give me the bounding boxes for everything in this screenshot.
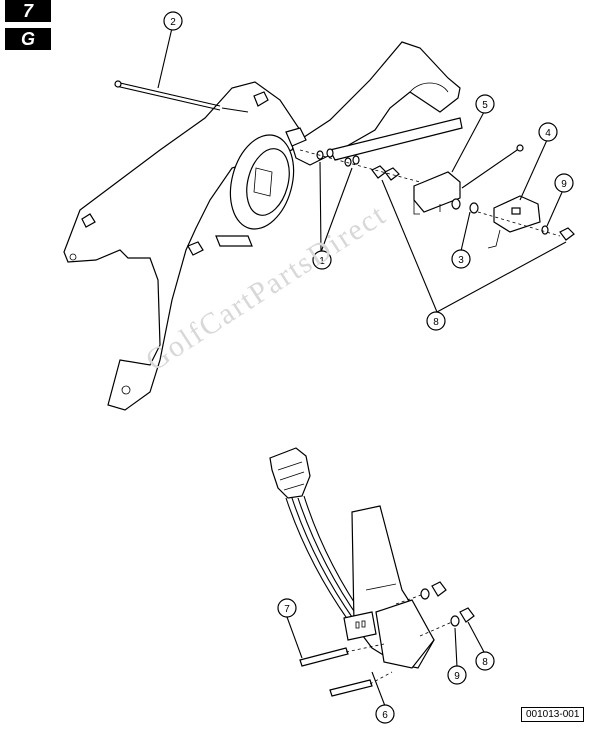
connector-ribs	[277, 461, 305, 491]
callout-8: 8	[426, 311, 446, 331]
leader-8a	[381, 179, 438, 313]
svg-text:9: 9	[561, 179, 567, 190]
bracket-edge	[365, 583, 397, 591]
washer	[326, 148, 334, 158]
pedal-arm-lower	[329, 117, 463, 161]
figure-id-label: 001013-001	[521, 707, 585, 722]
long-bolt-edge	[115, 85, 221, 111]
assembly-axis	[299, 149, 421, 183]
spacer	[469, 202, 479, 214]
leader-8c	[467, 621, 485, 653]
section-number-tab: 7	[5, 0, 51, 22]
pedal-arm-slot	[409, 82, 449, 93]
section-letter: G	[20, 28, 35, 49]
leader-5	[451, 111, 485, 173]
callout-8-bottom: 8	[475, 651, 495, 671]
callout-3: 3	[451, 249, 471, 269]
wire-connector	[269, 447, 311, 499]
long-bolt	[115, 81, 221, 107]
mount-hole	[69, 253, 77, 261]
micro-switch-lever	[487, 229, 501, 249]
callout-4: 4	[538, 122, 558, 142]
washer	[352, 155, 360, 165]
section-letter-tab: G	[5, 28, 51, 50]
callout-1: 1	[312, 250, 332, 270]
hex-nut	[187, 241, 204, 256]
svg-text:8: 8	[482, 657, 488, 668]
pedal-arm	[291, 41, 461, 166]
washer	[450, 615, 460, 627]
wire	[297, 497, 361, 621]
screw-axis	[369, 671, 393, 685]
hex-nut	[81, 213, 96, 228]
switch-rod	[461, 147, 521, 189]
switch-axis	[477, 211, 561, 237]
leader-1a	[319, 161, 322, 253]
wire	[291, 497, 355, 621]
leader-9b	[454, 627, 458, 668]
leader-7	[286, 616, 303, 659]
hex-nut	[559, 227, 575, 241]
section-number: 7	[22, 0, 33, 21]
svg-text:4: 4	[545, 128, 551, 139]
switch-tab	[413, 200, 420, 215]
leader-6	[371, 671, 386, 707]
switch-housing	[375, 599, 435, 669]
pivot-drum-inner	[246, 148, 290, 216]
svg-text:6: 6	[382, 710, 388, 721]
terminal	[355, 621, 360, 629]
screw	[299, 647, 349, 667]
washer	[344, 157, 352, 167]
svg-text:5: 5	[482, 100, 488, 111]
svg-text:3: 3	[458, 255, 464, 266]
callout-7: 7	[277, 598, 297, 618]
leader-9	[546, 189, 564, 227]
leader-1b	[320, 167, 353, 253]
nut-axis	[395, 593, 425, 605]
drum-top-boss	[285, 127, 307, 147]
leader-2	[157, 27, 173, 89]
wire-terminal-block	[343, 611, 377, 641]
svg-text:7: 7	[284, 604, 290, 615]
svg-text:2: 2	[170, 17, 176, 28]
svg-text:8: 8	[433, 317, 439, 328]
washer	[420, 588, 430, 600]
hex-nut	[384, 167, 400, 181]
bolt-head	[114, 80, 122, 88]
pivot-hub	[253, 167, 273, 197]
hex-nut	[253, 91, 269, 107]
callout-2: 2	[163, 11, 183, 31]
wire	[285, 497, 349, 621]
washer	[541, 225, 549, 235]
hex-nut	[431, 581, 447, 597]
svg-text:9: 9	[454, 671, 460, 682]
terminal	[361, 620, 366, 628]
leader-8b	[436, 241, 567, 313]
callout-5: 5	[475, 94, 495, 114]
leader-3	[460, 211, 471, 252]
leader-4	[519, 139, 548, 201]
screw-axis	[345, 643, 385, 653]
switch-terminal	[511, 207, 521, 215]
svg-text:1: 1	[319, 256, 325, 267]
rod-end	[516, 144, 524, 152]
mount-hole	[121, 385, 131, 395]
hex-nut	[459, 607, 475, 623]
callout-9-bottom: 9	[447, 665, 467, 685]
screw	[329, 679, 373, 697]
drum-foot	[215, 235, 253, 247]
callout-6: 6	[375, 704, 395, 724]
callout-9: 9	[554, 173, 574, 193]
spacer	[451, 198, 461, 210]
bolt-dash	[221, 107, 249, 113]
